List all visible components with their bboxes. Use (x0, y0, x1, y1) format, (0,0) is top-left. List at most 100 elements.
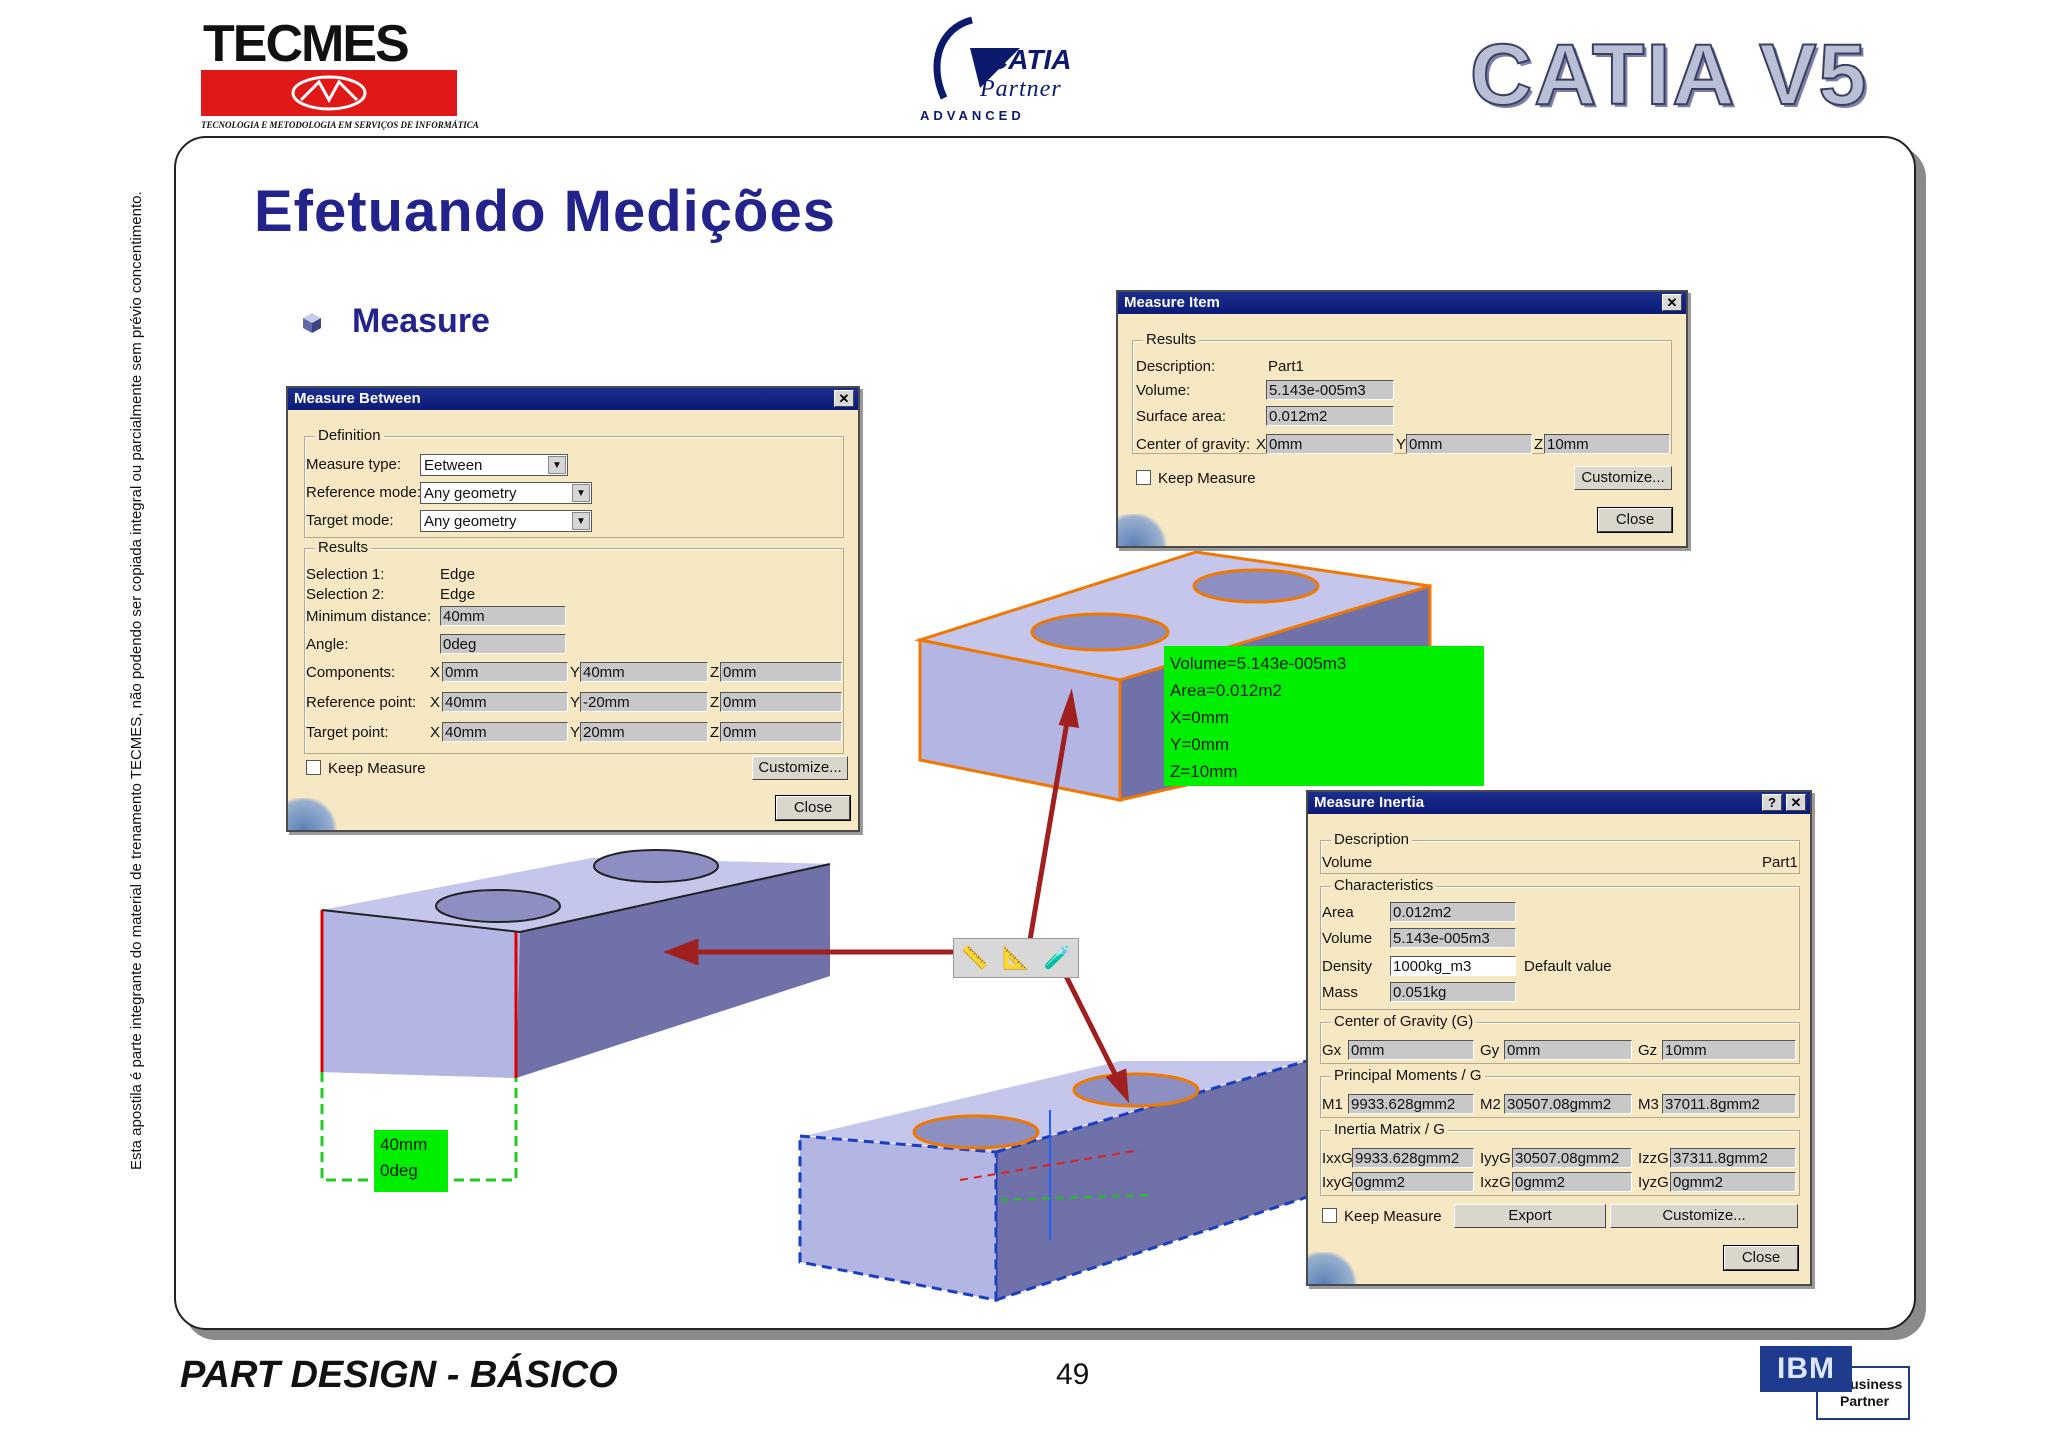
globe-icon (1308, 1252, 1360, 1284)
ixxg-label: IxxG (1322, 1150, 1353, 1167)
callout-z: Z=10mm (1170, 762, 1238, 781)
min-distance-label: Minimum distance: (306, 608, 432, 625)
measure-type-select[interactable]: Eetween ▼ (420, 454, 568, 476)
ixyg-field: 0gmm2 (1352, 1172, 1474, 1192)
measure-inertia-titlebar: Measure Inertia ? ✕ (1308, 792, 1810, 814)
density-input[interactable]: 1000kg_m3 (1390, 956, 1516, 976)
close-button[interactable]: Close (775, 795, 851, 821)
keep-measure-checkbox[interactable] (306, 760, 321, 775)
angle-field: 0deg (440, 634, 566, 654)
measure-between-icon[interactable]: 📏 (960, 945, 989, 970)
center-of-gravity-label: Center of gravity: (1136, 436, 1251, 453)
principal-moments-label: Principal Moments / G (1331, 1067, 1485, 1084)
m3-field: 37011.8gmm2 (1662, 1094, 1796, 1114)
iyzg-label: IyzG (1638, 1174, 1669, 1191)
bullet-cube-icon (303, 313, 321, 333)
close-window-icon[interactable]: ✕ (834, 390, 854, 407)
selection1-value: Edge (440, 566, 476, 583)
iyzg-field: 0gmm2 (1670, 1172, 1796, 1192)
measure-inertia-icon[interactable]: 🧪 (1043, 945, 1072, 970)
characteristics-group: Characteristics (1320, 877, 1800, 1010)
definition-label: Definition (315, 427, 384, 444)
ibm-wordmark: IBM (1760, 1346, 1852, 1392)
measure-type-label: Measure type: (306, 456, 402, 473)
reference-point-label: Reference point: (306, 694, 417, 711)
callout-area: Area=0.012m2 (1170, 681, 1282, 700)
surface-area-label: Surface area: (1136, 408, 1227, 425)
measure-between-title: Measure Between (294, 390, 421, 407)
m2-label: M2 (1480, 1096, 1501, 1113)
bp-line2: Partner (1840, 1393, 1890, 1409)
keep-measure-checkbox[interactable] (1136, 470, 1151, 485)
callout-angle: 0deg (380, 1161, 418, 1180)
reference-mode-value: Any geometry (424, 485, 517, 502)
reference-mode-label: Reference mode: (306, 484, 422, 501)
ixzg-label: IxzG (1480, 1174, 1511, 1191)
iyyg-label: IyyG (1480, 1150, 1511, 1167)
course-title: PART DESIGN - BÁSICO (180, 1354, 618, 1396)
characteristics-label: Characteristics (1331, 877, 1437, 894)
results-group: Results (1132, 331, 1672, 454)
m1-label: M1 (1322, 1096, 1343, 1113)
principal-moments-group: Principal Moments / G (1320, 1067, 1800, 1118)
measure-inertia-dialog: Measure Inertia ? ✕ Description Volume P… (1306, 790, 1812, 1286)
reference-mode-select[interactable]: Any geometry ▼ (420, 482, 592, 504)
volume-label: Volume: (1136, 382, 1191, 399)
axis-y-label: Y (570, 664, 581, 681)
m1-field: 9933.628gmm2 (1348, 1094, 1474, 1114)
catia-word: CATIA (988, 44, 1072, 75)
customize-button[interactable]: Customize... (752, 756, 848, 780)
target-mode-select[interactable]: Any geometry ▼ (420, 510, 592, 532)
axis-z-label: Z (710, 724, 720, 741)
axis-y-label: Y (570, 724, 581, 741)
chevron-down-icon[interactable]: ▼ (572, 512, 590, 530)
cog-label: Center of Gravity (G) (1331, 1013, 1477, 1030)
gx-field: 0mm (1348, 1040, 1474, 1060)
iyyg-field: 30507.08gmm2 (1512, 1148, 1632, 1168)
globe-icon (1118, 514, 1170, 546)
close-button[interactable]: Close (1723, 1245, 1799, 1271)
keep-measure-label: Keep Measure (328, 760, 426, 777)
volume-row-value: Part1 (1762, 854, 1798, 871)
default-value-label: Default value (1524, 958, 1612, 975)
export-button[interactable]: Export (1454, 1204, 1606, 1228)
ibm-business-partner-logo: Business Partner IBM (1760, 1346, 1910, 1420)
axis-z-label: Z (710, 664, 720, 681)
volume-field: 5.143e-005m3 (1390, 928, 1516, 948)
description-value: Part1 (1268, 358, 1304, 375)
cog-group: Center of Gravity (G) (1320, 1013, 1800, 1064)
selection2-value: Edge (440, 586, 476, 603)
measure-type-value: Eetween (424, 457, 483, 474)
izzg-field: 37311.8gmm2 (1670, 1148, 1796, 1168)
chevron-down-icon[interactable]: ▼ (572, 484, 590, 502)
catia-v5-logo: CATIA V5 (1469, 26, 1869, 124)
description-group: Description (1320, 831, 1800, 874)
angle-label: Angle: (306, 636, 349, 653)
chevron-down-icon[interactable]: ▼ (548, 456, 566, 474)
close-button[interactable]: Close (1597, 507, 1673, 533)
item-result-callout: Volume=5.143e-005m3 Area=0.012m2 X=0mm Y… (1164, 646, 1484, 786)
tecmes-logo: TECMES TECNOLOGIA E METODOLOGIA EM SERVI… (195, 14, 479, 130)
volume-label: Volume (1322, 930, 1373, 947)
cog-z-field: 10mm (1544, 434, 1670, 454)
keep-measure-label: Keep Measure (1344, 1208, 1442, 1225)
close-window-icon[interactable]: ✕ (1662, 294, 1682, 311)
mass-field: 0.051kg (1390, 982, 1516, 1002)
reference-point-z-field: 0mm (720, 692, 842, 712)
help-icon[interactable]: ? (1762, 794, 1782, 811)
area-label: Area (1322, 904, 1354, 921)
customize-button[interactable]: Customize... (1610, 1204, 1798, 1228)
measure-item-icon[interactable]: 📐 (1002, 945, 1030, 970)
axis-z-label: Z (710, 694, 720, 711)
target-point-z-field: 0mm (720, 722, 842, 742)
measure-item-titlebar: Measure Item ✕ (1118, 292, 1686, 314)
close-window-icon[interactable]: ✕ (1786, 794, 1806, 811)
customize-button[interactable]: Customize... (1574, 466, 1672, 490)
definition-group: Definition (304, 427, 844, 538)
target-mode-value: Any geometry (424, 513, 517, 530)
keep-measure-checkbox[interactable] (1322, 1208, 1337, 1223)
ixzg-field: 0gmm2 (1512, 1172, 1632, 1192)
callout-y: Y=0mm (1170, 735, 1230, 754)
axis-x-label: X (1256, 436, 1267, 453)
measure-item-title: Measure Item (1124, 294, 1220, 311)
